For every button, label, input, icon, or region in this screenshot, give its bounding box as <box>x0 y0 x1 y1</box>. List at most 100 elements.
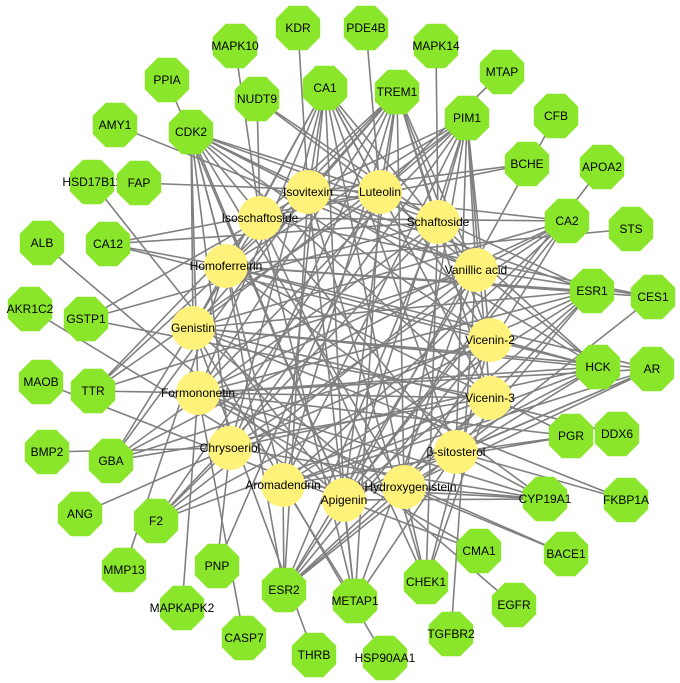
compound-node-isoschaftoside[interactable]: Isoschaftoside <box>222 196 299 240</box>
target-node-egfr[interactable]: EGFR <box>491 582 537 628</box>
target-node-alb[interactable]: ALB <box>19 220 65 266</box>
target-node-bace1[interactable]: BACE1 <box>543 531 589 577</box>
target-node-fkbp1a[interactable]: FKBP1A <box>603 477 649 523</box>
target-node-ca1[interactable]: CA1 <box>302 65 348 111</box>
target-node-ces1[interactable]: CES1 <box>630 274 676 320</box>
target-node-ppia[interactable]: PPIA <box>144 57 190 103</box>
compound-vicenin2-label: Vicenin-2 <box>465 333 515 347</box>
compound-node-schaftoside[interactable]: Schaftoside <box>407 200 470 244</box>
target-alb-label: ALB <box>31 236 54 250</box>
edge-hydroxygenistein-TREM1 <box>396 91 405 488</box>
compound-circle <box>468 376 512 420</box>
compound-node-vanillic[interactable]: Vanillic acid <box>445 248 507 292</box>
target-node-cma1[interactable]: CMA1 <box>456 528 502 574</box>
target-node-tgfbr2[interactable]: TGFBR2 <box>427 611 475 657</box>
compound-circle <box>204 244 248 288</box>
target-node-mapk14[interactable]: MAPK14 <box>412 23 460 69</box>
target-node-gstp1[interactable]: GSTP1 <box>63 296 109 342</box>
compound-node-formononetin[interactable]: Formononetin <box>161 371 235 415</box>
target-node-mapkapk2[interactable]: MAPKAPK2 <box>150 585 215 631</box>
target-node-trem1[interactable]: TREM1 <box>374 69 420 115</box>
target-ang-label: ANG <box>67 507 93 521</box>
compound-node-homoferreirin[interactable]: Homoferreirin <box>190 244 263 288</box>
target-node-hsp90aa1[interactable]: HSP90AA1 <box>355 635 416 681</box>
target-node-hsd17b11[interactable]: HSD17B11 <box>62 159 122 205</box>
edge-sitosterol-CES1 <box>455 296 654 453</box>
target-node-akr1c2[interactable]: AKR1C2 <box>7 286 54 332</box>
target-node-pde4b[interactable]: PDE4B <box>343 5 389 51</box>
target-node-ar[interactable]: AR <box>629 346 675 392</box>
target-node-kdr[interactable]: KDR <box>275 5 321 51</box>
compound-node-aromadendrin[interactable]: Aromadendrin <box>245 463 321 507</box>
target-mtap-label: MTAP <box>486 65 518 79</box>
compound-node-luteolin[interactable]: Luteolin <box>358 170 402 214</box>
compound-schaftoside-label: Schaftoside <box>407 215 470 229</box>
edge-chrysoeriol-CA1 <box>229 87 326 449</box>
compound-node-sitosterol[interactable]: β-sitosterol <box>427 430 486 474</box>
target-octagon <box>116 160 162 206</box>
target-node-bche[interactable]: BCHE <box>504 141 550 187</box>
compound-node-genistin[interactable]: Genistin <box>171 306 215 350</box>
target-octagon <box>579 144 625 190</box>
edge-aromadendrin-TREM1 <box>282 91 398 486</box>
target-node-sts[interactable]: STS <box>608 206 654 252</box>
target-octagon <box>159 585 205 631</box>
edge-chrysoeriol-CA2 <box>229 220 568 449</box>
edge-sitosterol-ESR1 <box>455 290 593 453</box>
target-node-fap[interactable]: FAP <box>116 160 162 206</box>
target-octagon <box>629 346 675 392</box>
target-octagon <box>362 635 408 681</box>
target-octagon <box>212 23 258 69</box>
target-node-metap1[interactable]: METAP1 <box>331 578 379 624</box>
target-node-hck[interactable]: HCK <box>575 344 621 390</box>
compound-node-hydroxygenistein[interactable]: 2'-Hydroxygenistein <box>351 465 457 509</box>
target-cdk2-label: CDK2 <box>175 125 207 139</box>
edge-apigenin-CA1 <box>324 87 345 501</box>
target-octagon <box>70 368 116 414</box>
target-node-mtap[interactable]: MTAP <box>479 49 525 95</box>
target-node-ttr[interactable]: TTR <box>70 368 116 414</box>
target-node-bmp2[interactable]: BMP2 <box>24 429 70 475</box>
target-node-ddx6[interactable]: DDX6 <box>594 411 640 457</box>
target-ppia-label: PPIA <box>153 73 180 87</box>
target-node-apoa2[interactable]: APOA2 <box>579 144 625 190</box>
edge-genistin-PIM1 <box>192 117 468 329</box>
target-node-nudt9[interactable]: NUDT9 <box>234 76 280 122</box>
target-node-esr2[interactable]: ESR2 <box>261 567 307 613</box>
edge-hydroxygenistein-BACE1 <box>403 486 567 555</box>
compound-formononetin-label: Formononetin <box>161 386 235 400</box>
edge-luteolin-PDE4B <box>365 27 381 193</box>
target-node-cyp19a1[interactable]: CYP19A1 <box>519 476 572 522</box>
target-node-pnp[interactable]: PNP <box>194 543 240 589</box>
target-octagon <box>234 76 280 122</box>
target-node-pim1[interactable]: PIM1 <box>444 95 490 141</box>
target-node-cdk2[interactable]: CDK2 <box>168 109 214 155</box>
target-node-chek1[interactable]: CHEK1 <box>403 559 449 605</box>
target-node-gba[interactable]: GBA <box>88 438 134 484</box>
target-node-ang[interactable]: ANG <box>57 491 103 537</box>
target-node-thrb[interactable]: THRB <box>291 632 337 678</box>
target-octagon <box>575 344 621 390</box>
target-node-esr1[interactable]: ESR1 <box>569 268 615 314</box>
target-node-f2[interactable]: F2 <box>133 498 179 544</box>
edge-formononetin-TREM1 <box>197 91 398 394</box>
target-node-pgr[interactable]: PGR <box>548 413 594 459</box>
edge-vicenin3-GSTP1 <box>85 318 491 399</box>
target-node-cfb[interactable]: CFB <box>533 93 579 139</box>
target-esr1-label: ESR1 <box>576 284 608 298</box>
compound-node-vicenin2[interactable]: Vicenin-2 <box>465 318 515 362</box>
edge-hydroxygenistein-CA1 <box>324 87 405 488</box>
compound-node-isovitexin[interactable]: Isovitexin <box>283 170 333 214</box>
target-chek1-label: CHEK1 <box>406 575 446 589</box>
edge-hydroxygenistein-PIM1 <box>403 117 468 488</box>
target-node-ca12[interactable]: CA12 <box>85 221 131 267</box>
target-node-mmp13[interactable]: MMP13 <box>101 547 147 593</box>
compound-node-apigenin[interactable]: Apigenin <box>321 478 368 522</box>
target-node-mapk10[interactable]: MAPK10 <box>211 23 259 69</box>
target-node-maob[interactable]: MAOB <box>18 359 64 405</box>
target-node-ca2[interactable]: CA2 <box>544 198 590 244</box>
compound-node-chrysoeriol[interactable]: Chrysoeriol <box>200 426 261 470</box>
target-node-amy1[interactable]: AMY1 <box>92 102 138 148</box>
target-node-casp7[interactable]: CASP7 <box>221 615 267 661</box>
compound-node-vicenin3[interactable]: Vicenin-3 <box>465 376 515 420</box>
